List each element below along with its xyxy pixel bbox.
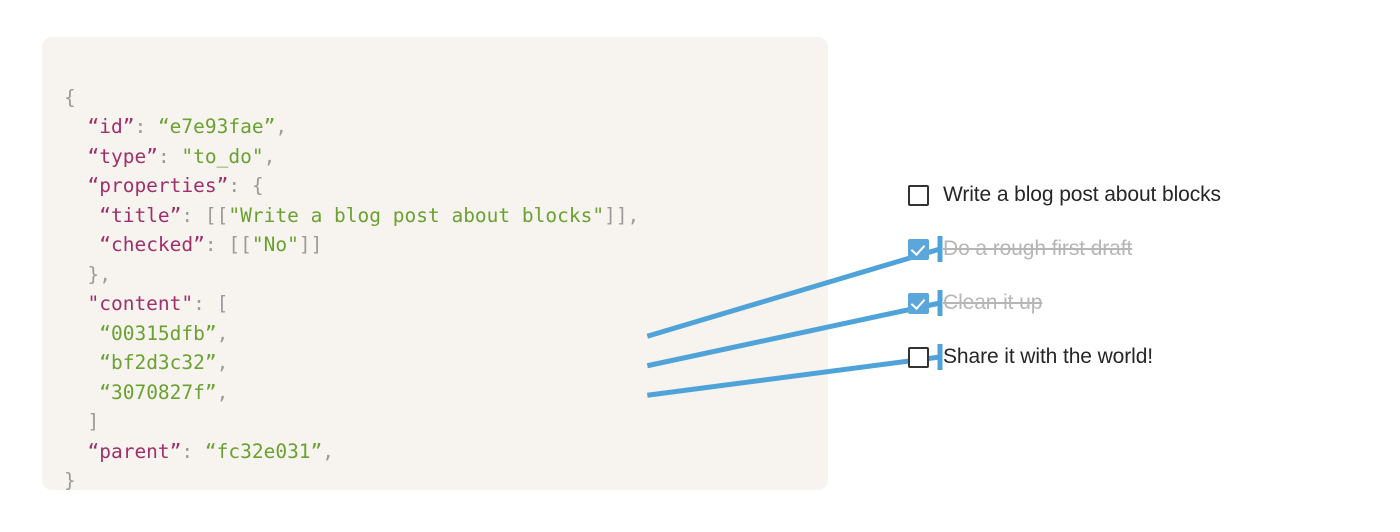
code-token: }: [64, 469, 76, 492]
code-line: “00315dfb”,: [64, 319, 639, 349]
code-line: “checked”: [["No"]]: [64, 230, 639, 260]
code-line: {: [64, 83, 639, 113]
todo-row[interactable]: Write a blog post about blocks: [908, 168, 1368, 222]
todo-row[interactable]: Do a rough first draft: [908, 222, 1368, 276]
json-code-block: { “id”: “e7e93fae”, “type”: "to_do", “pr…: [64, 83, 639, 496]
todo-label: Do a rough first draft: [943, 237, 1133, 260]
code-line: “properties”: {: [64, 171, 639, 201]
code-token: “id”: [87, 115, 135, 138]
code-token: :: [134, 115, 158, 138]
code-token: "Write a blog post about blocks": [228, 203, 605, 227]
code-token: : {: [228, 174, 264, 197]
code-token: “parent”: [87, 439, 182, 463]
code-token: ,: [216, 380, 229, 404]
code-line: “type”: "to_do",: [64, 142, 639, 172]
code-line: “bf2d3c32”,: [64, 348, 639, 378]
code-token: ]: [87, 410, 100, 433]
checkbox-unchecked-icon[interactable]: [908, 184, 929, 206]
code-token: “fc32e031”: [204, 439, 323, 463]
todo-row[interactable]: Clean it up: [908, 276, 1368, 330]
json-code-panel: { “id”: “e7e93fae”, “type”: "to_do", “pr…: [42, 37, 828, 492]
code-token: : [: [193, 292, 229, 315]
code-token: ,: [322, 439, 335, 463]
code-token: “00315dfb”: [99, 321, 217, 345]
code-token: : [[: [204, 233, 252, 256]
code-line: }: [64, 466, 639, 496]
code-token: :: [181, 439, 205, 463]
code-token: ,: [263, 144, 276, 168]
checkbox-checked-icon[interactable]: [908, 238, 929, 260]
code-token: “3070827f”: [99, 380, 217, 404]
code-token: "content": [87, 292, 194, 315]
code-token: “bf2d3c32”: [99, 351, 217, 374]
todo-row[interactable]: Share it with the world!: [908, 330, 1368, 384]
todo-label: Clean it up: [943, 291, 1043, 314]
code-token: :: [157, 144, 182, 168]
todo-list: Write a blog post about blocks Do a rough…: [908, 168, 1368, 384]
code-line: "content": [: [64, 289, 639, 319]
code-token: “checked”: [99, 233, 205, 256]
checkbox-unchecked-icon[interactable]: [908, 346, 929, 368]
code-token: “type”: [87, 144, 158, 168]
code-token: ,: [216, 351, 229, 374]
code-token: ,: [216, 321, 229, 345]
code-line: },: [64, 260, 639, 290]
code-token: ,: [275, 115, 288, 138]
code-token: {: [64, 85, 76, 109]
todo-label: Share it with the world!: [943, 345, 1154, 368]
code-line: “3070827f”,: [64, 378, 639, 408]
code-line: “id”: “e7e93fae”,: [64, 112, 639, 142]
code-token: ]]: [298, 233, 323, 256]
code-token: },: [87, 262, 111, 286]
code-token: "to_do": [181, 144, 264, 168]
todo-label: Write a blog post about blocks: [943, 183, 1221, 206]
code-line: ]: [64, 407, 639, 437]
code-token: "No": [251, 233, 299, 256]
code-token: ]],: [604, 203, 640, 227]
code-token: : [[: [181, 203, 229, 227]
checkbox-checked-icon[interactable]: [908, 292, 929, 314]
code-token: “e7e93fae”: [157, 115, 276, 138]
code-line: “parent”: “fc32e031”,: [64, 437, 639, 467]
code-line: “title”: [["Write a blog post about bloc…: [64, 201, 639, 231]
code-token: “title”: [99, 203, 182, 227]
code-token: “properties”: [87, 174, 229, 197]
